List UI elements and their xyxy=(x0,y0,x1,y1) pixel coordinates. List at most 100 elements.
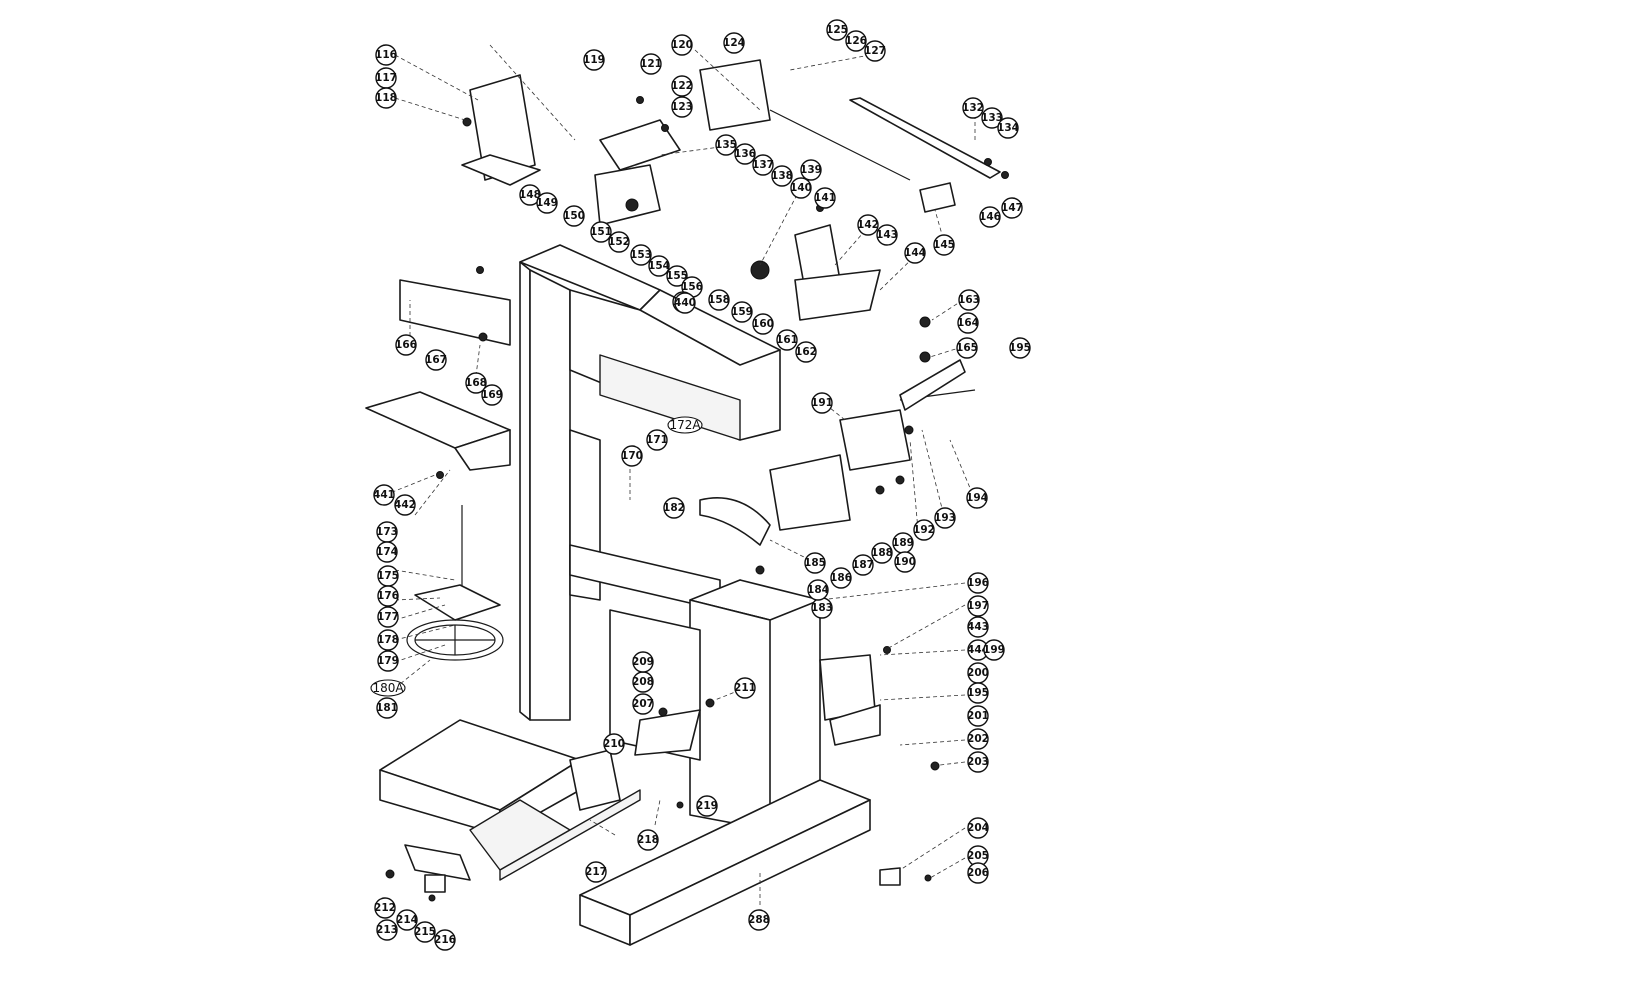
callout-circle xyxy=(811,392,833,414)
callout-label: 195 xyxy=(1009,342,1031,354)
callout-label: 288 xyxy=(748,914,770,926)
callout-circle xyxy=(771,165,793,187)
callout-192: 192 xyxy=(913,519,935,541)
callout-155: 155 xyxy=(666,265,688,287)
callout-label: 127 xyxy=(864,45,886,57)
callout-circle xyxy=(934,507,956,529)
callout-170: 170 xyxy=(621,445,643,467)
callout-219: 219 xyxy=(696,795,718,817)
callout-211: 211 xyxy=(734,677,756,699)
callout-label: 219 xyxy=(696,800,718,812)
callout-186: 186 xyxy=(830,567,852,589)
callout-126: 126 xyxy=(845,30,867,52)
callout-127: 127 xyxy=(864,40,886,62)
callout-label: 143 xyxy=(876,229,898,241)
callout-label: 182 xyxy=(663,502,685,514)
callout-144: 144 xyxy=(904,242,926,264)
callout-circle xyxy=(377,585,399,607)
callout-123: 123 xyxy=(671,96,693,118)
callout-circle xyxy=(376,541,398,563)
callout-circle xyxy=(904,242,926,264)
callout-label: 152 xyxy=(608,236,630,248)
callout-174: 174 xyxy=(376,541,398,563)
callout-circle xyxy=(997,117,1019,139)
callout-187: 187 xyxy=(852,554,874,576)
callout-circle xyxy=(790,177,812,199)
callout-circle xyxy=(585,861,607,883)
callout-label: 186 xyxy=(830,572,852,584)
callout-202: 202 xyxy=(967,728,989,750)
callout-205: 205 xyxy=(967,845,989,867)
callout-label: 151 xyxy=(590,226,612,238)
callout-label: 159 xyxy=(731,306,753,318)
callout-label: 180A xyxy=(372,681,404,695)
callout-210: 210 xyxy=(603,733,625,755)
callout-166: 166 xyxy=(395,334,417,356)
callout-125: 125 xyxy=(826,19,848,41)
callout-circle xyxy=(876,224,898,246)
callout-138: 138 xyxy=(771,165,793,187)
callout-circle xyxy=(830,567,852,589)
callout-207: 207 xyxy=(632,693,654,715)
callout-label: 176 xyxy=(377,590,399,602)
callout-label: 444 xyxy=(967,644,989,656)
callout-circle xyxy=(967,595,989,617)
callout-circle xyxy=(536,192,558,214)
callout-197: 197 xyxy=(967,595,989,617)
callout-151: 151 xyxy=(590,221,612,243)
callout-label: 145 xyxy=(933,239,955,251)
callout-circle xyxy=(375,87,397,109)
callout-158: 158 xyxy=(708,289,730,311)
callout-218: 218 xyxy=(637,829,659,851)
callout-label: 141 xyxy=(814,192,836,204)
callout-label: 184 xyxy=(807,584,829,596)
callout-circle xyxy=(376,697,398,719)
callout-label: 124 xyxy=(723,37,745,49)
callout-circle xyxy=(648,255,670,277)
callout-label: 172A xyxy=(669,418,701,432)
callout-124: 124 xyxy=(723,32,745,54)
callout-label: 135 xyxy=(715,139,737,151)
callout-circle xyxy=(933,234,955,256)
callout-label: 117 xyxy=(375,72,397,84)
callout-circle xyxy=(734,143,756,165)
callout-label: 144 xyxy=(904,247,926,259)
callout-175: 175 xyxy=(377,565,399,587)
callout-circle xyxy=(481,384,503,406)
callout-444: 444 xyxy=(967,639,989,661)
callout-label: 209 xyxy=(632,656,654,668)
callout-circle xyxy=(752,313,774,335)
callout-circle xyxy=(981,107,1003,129)
callout-label: 188 xyxy=(871,547,893,559)
callout-118: 118 xyxy=(375,87,397,109)
callout-443: 443 xyxy=(967,616,989,638)
callout-circle xyxy=(603,733,625,755)
callout-label: 149 xyxy=(536,197,558,209)
callout-191: 191 xyxy=(811,392,833,414)
callout-137: 137 xyxy=(752,154,774,176)
callout-200: 200 xyxy=(967,662,989,684)
callout-circle xyxy=(734,677,756,699)
callout-label: 201 xyxy=(967,710,989,722)
callout-label: 167 xyxy=(425,354,447,366)
callout-194: 194 xyxy=(966,487,988,509)
callout-label: 166 xyxy=(395,339,417,351)
callout-133: 133 xyxy=(981,107,1003,129)
callout-circle xyxy=(979,206,1001,228)
callout-label: 153 xyxy=(630,249,652,261)
callout-label: 126 xyxy=(845,35,867,47)
callout-label: 210 xyxy=(603,738,625,750)
callout-circle xyxy=(608,231,630,253)
callout-213: 213 xyxy=(376,919,398,941)
callout-188: 188 xyxy=(871,542,893,564)
callout-135: 135 xyxy=(715,134,737,156)
callout-161: 161 xyxy=(776,329,798,351)
callout-195: 195 xyxy=(967,682,989,704)
callout-circle xyxy=(913,519,935,541)
callout-154: 154 xyxy=(648,255,670,277)
callout-121: 121 xyxy=(640,53,662,75)
callout-circle xyxy=(967,728,989,750)
callout-circle xyxy=(776,329,798,351)
callout-label: 164 xyxy=(957,317,979,329)
callout-label: 179 xyxy=(377,655,399,667)
